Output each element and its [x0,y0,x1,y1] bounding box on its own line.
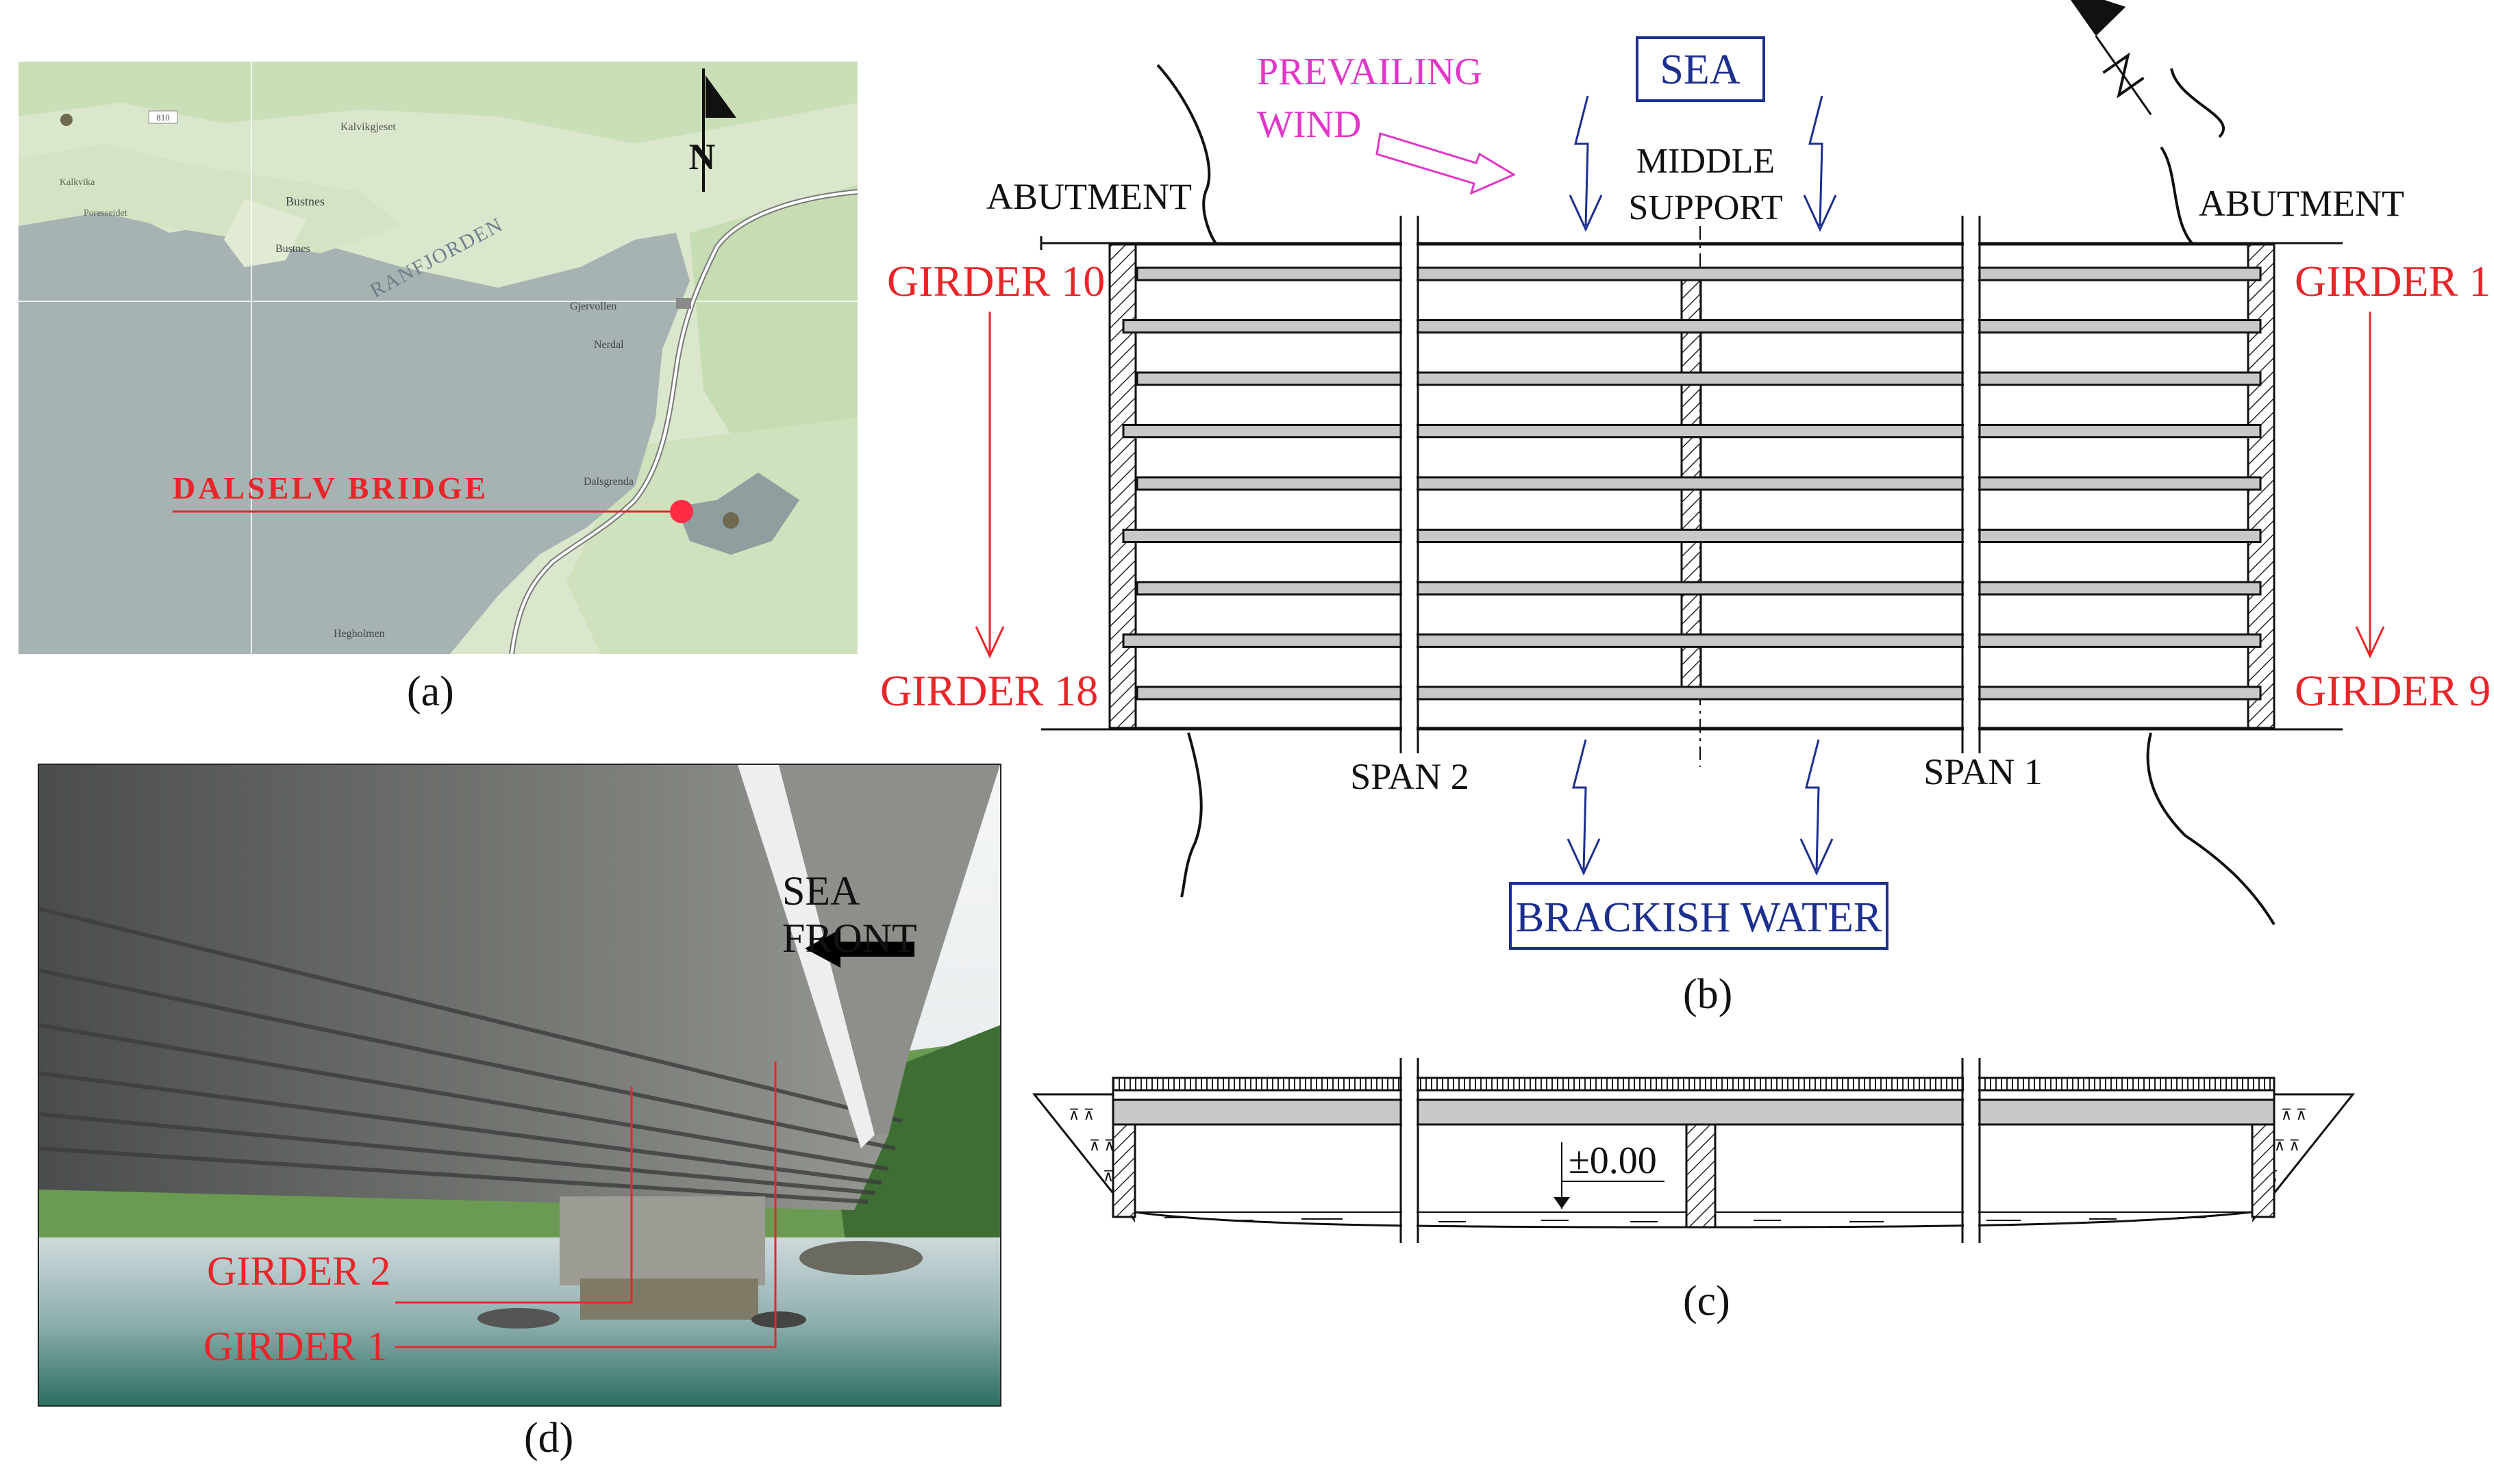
girder-9-label: GIRDER 9 [2295,666,2491,715]
place-name: Nerdal [594,339,624,351]
girder-1-label: GIRDER 1 [203,1324,388,1369]
road-number: 810 [156,112,170,123]
bridge-photo [39,765,1000,1405]
deck [1112,1089,2275,1101]
girders [1122,266,2262,701]
left-abutment [1108,243,1137,729]
girder-callout-lines [395,1061,777,1348]
girder-order-arrows [975,312,2385,659]
girder-beam [1122,529,2262,543]
sea-front-arrow-icon [805,929,914,968]
terrain-line [2170,68,2225,138]
wind-label: PREVAILING [1257,51,1482,93]
panel-a-map: 810 Kalvikgjeset Bustnes Bustnes Gjervol… [18,62,858,655]
elevation-diagram: ⊼ ⊼⊼ ⊼⊼ ⊼ ⊼⊼ ⊼⊼ [1032,1058,2356,1243]
water-dashes [1164,1217,2206,1222]
middle-pier [1685,1123,1717,1229]
girder-beam [1136,686,2262,701]
place-name: Dalsgrenda [584,476,634,488]
girder-beam [1136,266,2262,281]
svg-text:⊼ ⊼: ⊼ ⊼ [2274,1137,2300,1154]
girder-elevation [1112,1098,2275,1126]
brackish-water-label: BRACKISH WATER [1516,894,1882,941]
bridge-location-marker [670,500,693,523]
place-name: Gjervollen [570,301,616,312]
wind-label: WIND [1257,103,1361,146]
plan-diagram: ABUTMENT ABUTMENT MIDDLE SUPPORT SPAN 2 … [880,0,2491,950]
svg-text:⊼ ⊼: ⊼ ⊼ [2281,1106,2307,1123]
place-name: Bustnes [275,243,310,255]
place-name: Poresseidet [84,208,127,218]
girder-beam [1136,371,2262,386]
railing [1112,1077,2275,1092]
north-arrow-icon [702,68,736,192]
svg-text:⊼: ⊼ [1103,1168,1114,1185]
bridge-label: DALSELV BRIDGE [173,470,488,505]
sea-label: SEA [1660,47,1740,93]
abutment-left-label: ABUTMENT [986,176,1192,217]
girder-10-label: GIRDER 10 [887,257,1105,305]
middle-support-label: SUPPORT [1628,188,1782,227]
svg-text:⊼ ⊼: ⊼ ⊼ [1089,1137,1115,1154]
girder-beam [1136,581,2262,596]
girder-2-label: GIRDER 2 [207,1248,391,1294]
wind-arrow-icon [1375,132,1517,195]
caption-b: (b) [1683,971,1733,1018]
right-abutment-wall [2251,1123,2275,1218]
span-1-label: SPAN 1 [1923,751,2043,792]
caption-c: (c) [1683,1278,1730,1324]
left-abutment-wall [1112,1123,1136,1218]
place-name: Kalvikgjeset [340,121,396,133]
place-name: Bustnes [286,194,325,208]
girder-1-label: GIRDER 1 [2295,257,2491,305]
abutment-right-label: ABUTMENT [2199,183,2404,224]
panel-d-photo: SEA FRONT GIRDER 2 GIRDER 1 [38,764,1001,1407]
north-label: N [689,136,716,177]
middle-support-label: MIDDLE [1636,142,1775,181]
place-name: Kalkvika [60,177,95,188]
map-image: 810 Kalvikgjeset Bustnes Bustnes Gjervol… [18,62,858,655]
north-arrow-icon [2060,0,2152,116]
girder-beam [1122,633,2262,648]
girder-beam [1122,424,2262,438]
level-marker [1554,1142,1664,1209]
panel-b-plan: ABUTMENT ABUTMENT MIDDLE SUPPORT SPAN 2 … [870,0,2494,1041]
span-2-label: SPAN 2 [1350,756,1469,797]
level-label: ±0.00 [1569,1140,1657,1182]
sea-front-label: SEA FRONT [782,868,917,961]
girder-beam [1122,319,2262,334]
caption-d: (d) [524,1415,574,1461]
svg-text:⊼ ⊼: ⊼ ⊼ [1069,1106,1095,1123]
girder-beam [1136,476,2262,491]
brackish-water-box [1509,882,1888,950]
panel-c-elevation: ⊼ ⊼⊼ ⊼⊼ ⊼ ⊼⊼ ⊼⊼ [1027,1048,2360,1253]
place-name: Hegholmen [334,628,385,640]
caption-a: (a) [407,668,454,715]
water-flow-arrows [1567,95,1837,876]
girder-18-label: GIRDER 18 [880,666,1098,715]
sea-box [1636,36,1765,102]
